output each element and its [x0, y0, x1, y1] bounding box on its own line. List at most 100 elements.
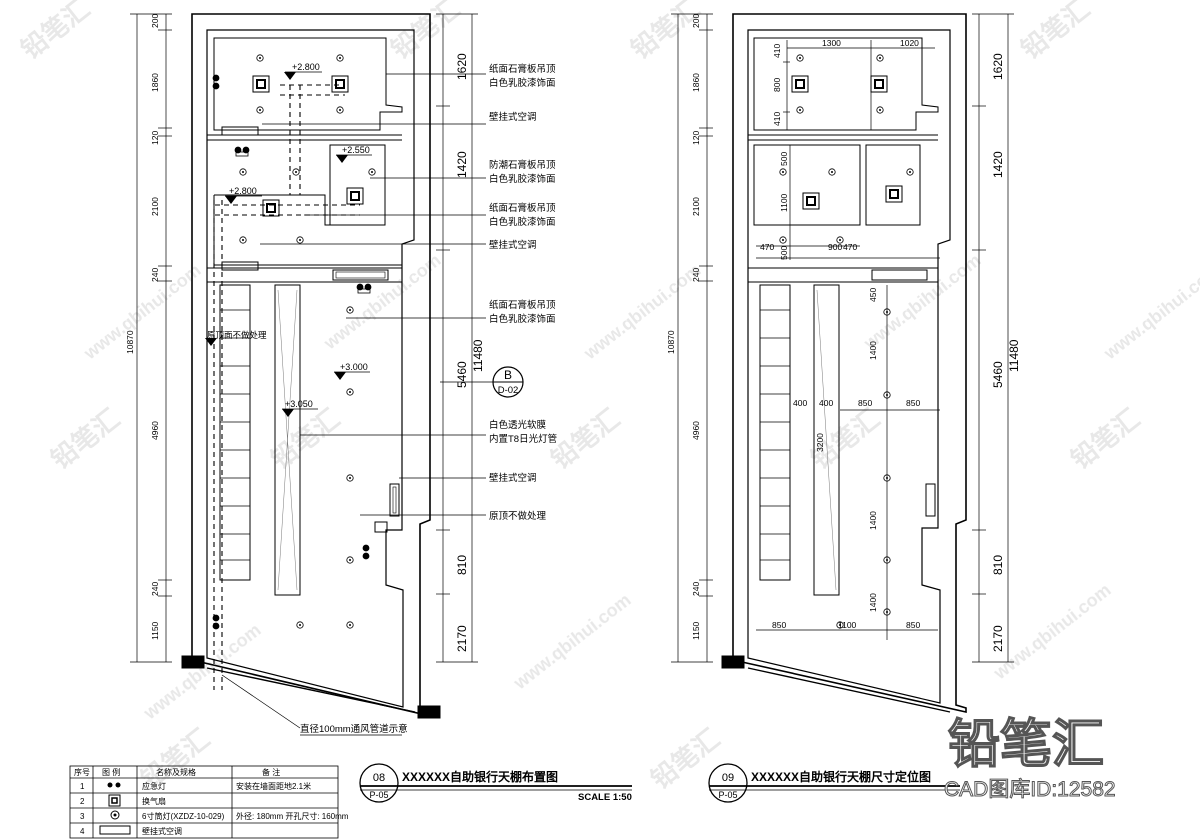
right-room-1-ceiling	[753, 37, 939, 131]
right-inner-dimension-lines	[756, 40, 940, 640]
callout-text: 白色透光软膜	[489, 419, 547, 431]
right-light-film	[813, 284, 840, 596]
callout-text: 防潮石膏板吊顶	[489, 159, 556, 171]
section-code: D-02	[498, 385, 519, 396]
callout-text: 白色乳胶漆饰面	[489, 313, 556, 325]
legend-header: 备 注	[262, 767, 280, 777]
drawing-title: XXXXXX自助银行天棚布置图	[402, 769, 558, 784]
right-exhaust-fans	[791, 75, 903, 210]
right-strip-bench	[759, 284, 791, 581]
downlight-icon	[883, 308, 891, 316]
right-room-2-ceiling	[753, 144, 921, 226]
legend-row-name: 应急灯	[142, 781, 166, 791]
left-strip-bench	[219, 284, 251, 581]
watermark-brand-text: 铅笔汇	[265, 403, 345, 475]
exhaust-fan-icon	[108, 794, 121, 807]
downlight-icon	[883, 474, 891, 482]
downlight-icon	[796, 54, 804, 62]
exhaust-fan-icon	[262, 199, 280, 217]
left-column-bottom-right	[417, 705, 441, 719]
emergency-light-icon	[362, 544, 370, 560]
right-ceiling-plan	[721, 13, 967, 713]
watermark-brand-text: 铅笔汇	[385, 0, 465, 65]
dim-text: 410	[772, 44, 782, 58]
left-room-1-ceiling	[213, 37, 403, 131]
legend-row-note: 安装在墙面距地2.1米	[236, 781, 311, 791]
legend-row-name: 6寸筒灯(XZDZ-10-029)	[142, 811, 225, 821]
brand-logo-text: 铅笔汇	[948, 716, 1104, 774]
downlight-icon	[296, 621, 304, 629]
dim-text: 5460	[455, 361, 469, 388]
level-text: +3.000	[340, 362, 368, 372]
title-block-09: 09 P-05 XXXXXX自助银行天棚尺寸定位图	[708, 763, 960, 803]
dim-text: 1150	[691, 621, 701, 640]
watermark-brand-text: 铅笔汇	[625, 0, 705, 65]
downlight-icon	[906, 168, 914, 176]
vertical-note-text: 原顶面不做处理	[207, 330, 267, 340]
downlight-icon	[110, 810, 120, 820]
exhaust-fan-icon	[252, 75, 270, 93]
downlight-icon	[883, 556, 891, 564]
exhaust-fan-icon	[885, 185, 903, 203]
vertical-note-marker: 原顶面不做处理	[205, 330, 267, 346]
dim-text: 240	[150, 582, 160, 596]
dim-text: 470	[760, 242, 774, 252]
left-callouts: 纸面石膏板吊顶 白色乳胶漆饰面 壁挂式空调 防潮石膏板吊顶 白色乳胶漆饰面 纸面…	[300, 63, 557, 735]
downlight-icon	[779, 236, 787, 244]
legend-row-no: 2	[80, 797, 85, 806]
dim-text: 1400	[868, 511, 878, 530]
downlight-icon	[876, 106, 884, 114]
dim-text: 1400	[868, 341, 878, 360]
dim-text: 400	[819, 398, 833, 408]
downlight-icon	[296, 236, 304, 244]
dim-text: 240	[691, 268, 701, 282]
left-outer-wall	[191, 13, 431, 718]
dim-text: 2100	[691, 197, 701, 216]
left-dimension-texts: 200 1860 120 2100 240 10870 4960 240 115…	[125, 14, 485, 652]
dim-text: 400	[793, 398, 807, 408]
exhaust-fan-icon	[802, 192, 820, 210]
downlight-icon	[836, 621, 844, 629]
dim-text: 410	[772, 112, 782, 126]
dim-text: 500	[779, 152, 789, 166]
watermark-layer: 铅笔汇铅笔汇铅笔汇铅笔汇铅笔汇铅笔汇铅笔汇铅笔汇铅笔汇铅笔汇铅笔汇www.qbi…	[15, 0, 1200, 795]
downlight-icon	[256, 54, 264, 62]
drawing-title: XXXXXX自助银行天棚尺寸定位图	[751, 769, 931, 784]
legend-row-note: 外径: 180mm 开孔尺寸: 160mm	[236, 811, 349, 821]
dim-text: 1420	[991, 151, 1005, 178]
callout-text: 纸面石膏板吊顶	[489, 299, 556, 311]
watermark-brand-text: 铅笔汇	[1015, 0, 1095, 65]
downlight-icon	[346, 306, 354, 314]
dim-text: 240	[691, 582, 701, 596]
legend-table: 序号 图 例 名称及规格 备 注 1 应急灯 安装在墙面距地2.1米 2 换气扇…	[69, 765, 349, 839]
ac-unit-icon	[99, 825, 131, 835]
emergency-light-icon	[107, 782, 121, 788]
dim-text: 200	[150, 14, 160, 28]
dim-text: 120	[691, 131, 701, 145]
section-mark: B D-02	[440, 366, 524, 398]
watermark-site-text: www.qbihui.com	[509, 590, 634, 694]
dim-text: 850	[906, 398, 920, 408]
dim-text: 1420	[455, 151, 469, 178]
level-marker: +2.800	[284, 62, 322, 80]
left-emergency-lights	[212, 74, 372, 630]
dim-text: 1860	[691, 73, 701, 92]
dim-text: 11480	[471, 339, 485, 372]
dim-text: 1620	[991, 53, 1005, 80]
dim-text: 850	[772, 620, 786, 630]
left-downlights	[239, 54, 376, 629]
downlight-icon	[346, 474, 354, 482]
downlight-icon	[883, 391, 891, 399]
dim-text: 1400	[868, 593, 878, 612]
emergency-light-icon	[356, 283, 372, 294]
left-exhaust-fans	[252, 75, 364, 217]
dim-text: 4960	[150, 421, 160, 440]
downlight-icon	[779, 168, 787, 176]
title-sheet: P-05	[369, 790, 388, 800]
dim-text: 1100	[779, 193, 789, 212]
ac-unit-icon	[221, 261, 259, 271]
left-leader-lines	[221, 73, 486, 729]
right-inner-dimension-texts: 1300 1020 410 800 410 500 1100 500 470 9…	[760, 38, 920, 630]
section-letter: B	[504, 368, 512, 382]
